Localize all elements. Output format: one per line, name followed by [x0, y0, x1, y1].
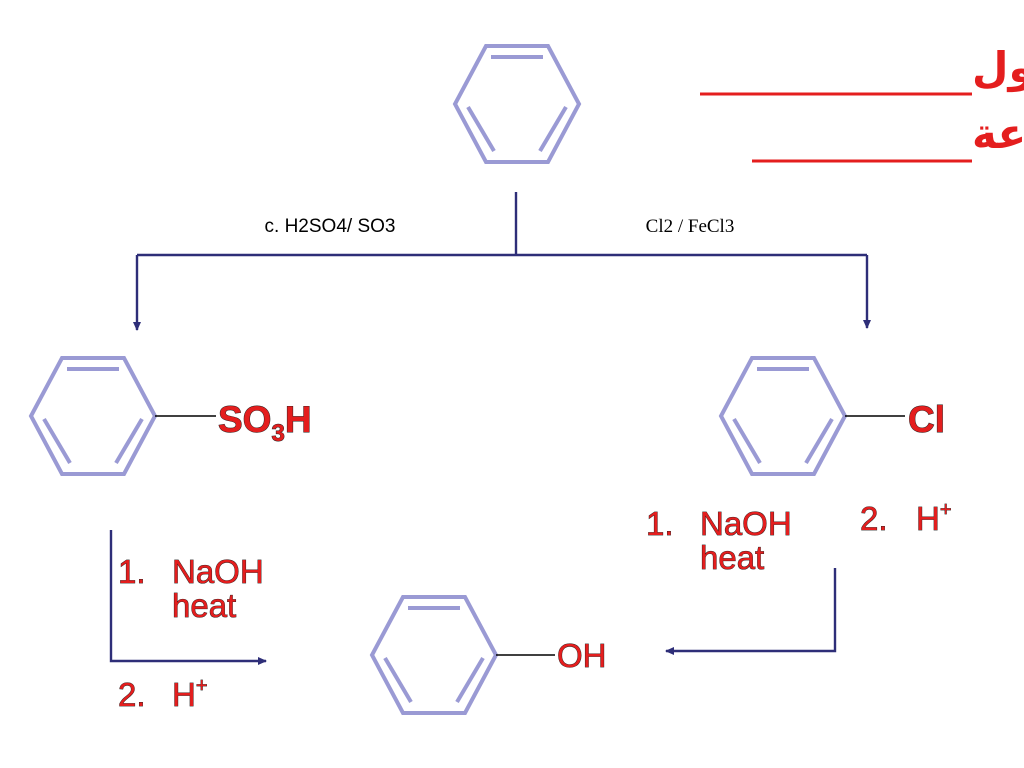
chlorobenzene-molecule: Cl: [718, 356, 945, 476]
left-step-2: 2. H+: [118, 675, 208, 714]
phenol-molecule: OH: [369, 595, 607, 715]
proton-symbol: H: [916, 500, 940, 537]
step-reagent: H+: [916, 499, 952, 537]
benzene-double-bond: [466, 105, 496, 153]
benzene-double-bond: [42, 417, 72, 465]
benzenesulfonic-acid-molecule: SO3H: [28, 356, 312, 476]
benzene-double-bond: [114, 417, 144, 465]
hydroxyl-label: OH: [557, 637, 607, 674]
step-number: 1.: [118, 553, 146, 590]
benzene-double-bond: [538, 105, 568, 153]
right-step-2: 2. H+: [860, 499, 952, 538]
step-reagent: H+: [172, 675, 208, 713]
step-number: 2.: [118, 676, 146, 713]
reagent-label-chlorination: Cl2 / FeCl3: [646, 216, 735, 237]
step-number: 1.: [646, 505, 674, 542]
benzene-double-bond: [732, 417, 762, 465]
step-condition: heat: [172, 587, 236, 624]
step-number: 2.: [860, 500, 888, 537]
arrow-sulfonic-to-phenol: [109, 530, 267, 665]
benzene-ring: [369, 595, 499, 715]
page-title: تحضير الفينول فى الصناعة: [700, 43, 1024, 163]
proton-charge: +: [940, 499, 952, 521]
title-line-1: تحضير الفينول: [972, 43, 1024, 93]
step-reagent: NaOH: [700, 505, 792, 542]
arrow-chloro-to-phenol: [665, 568, 837, 655]
proton-symbol: H: [172, 676, 196, 713]
benzene-molecule: [452, 44, 582, 164]
benzene-ring: [718, 356, 848, 476]
benzene-ring: [28, 356, 158, 476]
proton-charge: +: [196, 675, 208, 697]
right-step-1: 1. NaOH heat: [646, 505, 792, 577]
title-line-2: فى الصناعة: [972, 109, 1024, 158]
sulfonic-acid-label: SO3H: [218, 399, 312, 447]
step-reagent: NaOH: [172, 553, 264, 590]
step-condition: heat: [700, 539, 764, 576]
sulfonic-group: SO: [218, 399, 271, 440]
chloro-label: Cl: [908, 399, 945, 440]
sulfonic-tail: H: [285, 399, 312, 440]
benzene-double-bond: [383, 656, 413, 704]
benzene-double-bond: [804, 417, 834, 465]
benzene-ring: [452, 44, 582, 164]
left-step-1: 1. NaOH heat: [118, 553, 264, 625]
benzene-double-bond: [455, 656, 485, 704]
sulfonic-subscript: 3: [271, 420, 284, 447]
reagent-label-sulfonation: c. H2SO4/ SO3: [265, 216, 396, 237]
